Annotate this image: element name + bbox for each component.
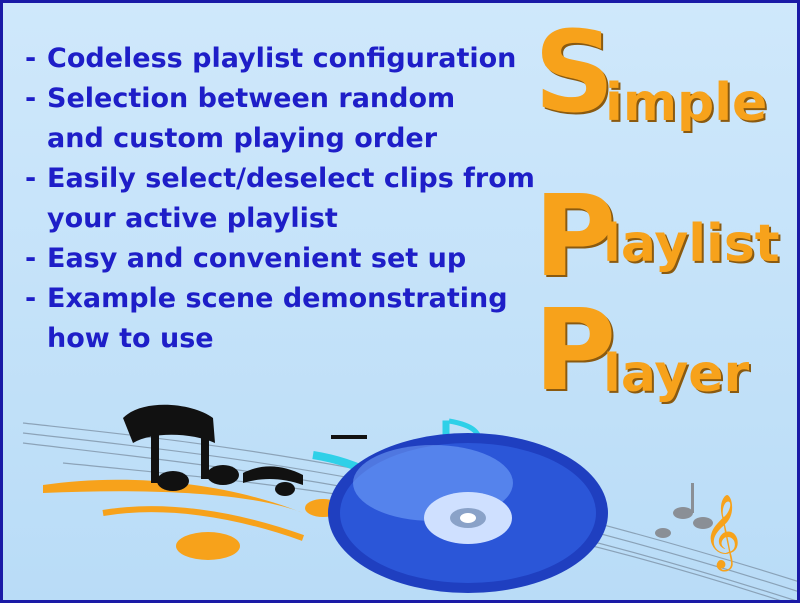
feature-item: -Easy and convenient set up [25, 239, 545, 279]
music-artwork: 𝄞 [22, 404, 797, 600]
compact-disc-icon [328, 433, 608, 593]
feature-text: Codeless playlist configuration [47, 43, 517, 74]
feature-list: -Codeless playlist configuration -Select… [25, 39, 545, 359]
feature-text: Easy and convenient set up [47, 243, 467, 274]
feature-text: Example scene demonstrating how to use [47, 283, 508, 354]
bullet-dash: - [25, 283, 37, 314]
feature-text: Selection between random and custom play… [47, 83, 456, 154]
feature-item: -Easily select/deselect clips from your … [25, 159, 545, 239]
bullet-dash: - [25, 83, 37, 114]
svg-text:𝄞: 𝄞 [703, 495, 741, 572]
feature-text: Easily select/deselect clips from your a… [47, 163, 535, 234]
title-word-layer: layer [603, 344, 750, 404]
black-notes-icon [123, 404, 367, 496]
title-initial-s: S [534, 8, 615, 138]
title-word-imple: imple [605, 73, 768, 133]
feature-item: -Codeless playlist configuration [25, 39, 545, 79]
grey-notes-icon [655, 483, 713, 538]
orange-note-icon [176, 532, 240, 560]
orange-swoosh [43, 479, 303, 513]
feature-item: -Selection between random and custom pla… [25, 79, 517, 159]
title-initial-p1: P [534, 172, 617, 302]
title-word-laylist: laylist [603, 214, 780, 274]
title-initial-p2: P [534, 286, 617, 416]
treble-clef-icon: 𝄞 [703, 495, 741, 572]
bullet-dash: - [25, 163, 37, 194]
feature-item: -Example scene demonstrating how to use [25, 279, 517, 359]
bullet-dash: - [25, 243, 37, 274]
bullet-dash: - [25, 43, 37, 74]
